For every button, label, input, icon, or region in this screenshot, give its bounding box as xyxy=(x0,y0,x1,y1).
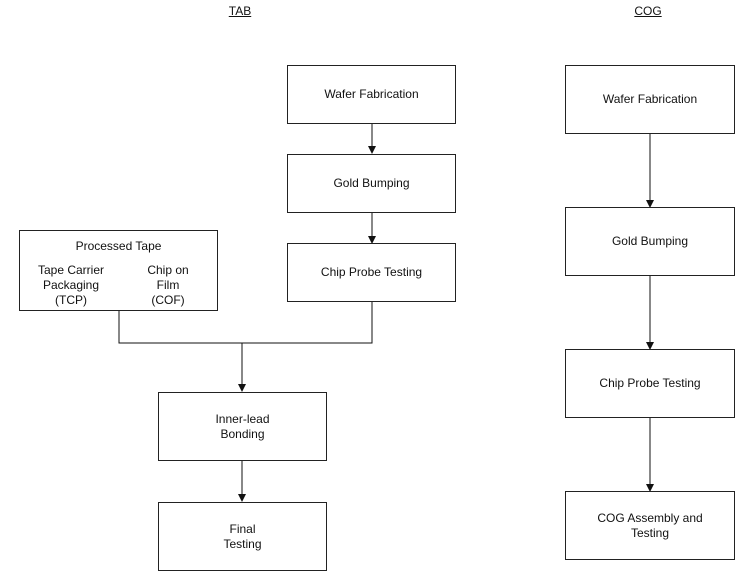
cog-assembly-line-1: COG Assembly and xyxy=(597,510,703,525)
final-testing-line-1: Final xyxy=(229,521,256,536)
final-testing: Final Testing xyxy=(158,502,327,571)
cof-label: Chip on Film (COF) xyxy=(130,263,206,308)
header-cog: COG xyxy=(634,4,662,18)
cog-wafer-fabrication: Wafer Fabrication xyxy=(565,65,735,134)
cog-chip-probe-testing: Chip Probe Testing xyxy=(565,349,735,418)
tcp-line-2: Packaging xyxy=(42,278,100,292)
cof-line-3: (COF) xyxy=(151,293,185,307)
final-testing-line-2: Testing xyxy=(223,536,262,551)
tcp-line-3: (TCP) xyxy=(55,293,87,307)
processed-tape-title: Processed Tape xyxy=(75,239,162,253)
tab-chip-probe-testing: Chip Probe Testing xyxy=(287,243,456,302)
cog-assembly-line-2: Testing xyxy=(630,525,670,540)
tcp-label: Tape Carrier Packaging (TCP) xyxy=(26,263,116,308)
cog-assembly-testing: COG Assembly and Testing xyxy=(565,491,735,560)
inner-lead-bonding-line-2: Bonding xyxy=(220,426,265,441)
cof-line-2: Film xyxy=(156,278,180,292)
tab-chip-probe-testing-label: Chip Probe Testing xyxy=(320,265,423,279)
tab-wafer-fabrication: Wafer Fabrication xyxy=(287,65,456,124)
inner-lead-bonding: Inner-lead Bonding xyxy=(158,392,327,461)
cog-gold-bumping-label: Gold Bumping xyxy=(611,234,689,248)
processed-tape-box: Processed Tape Tape Carrier Packaging (T… xyxy=(19,230,218,311)
tab-gold-bumping-label: Gold Bumping xyxy=(333,176,410,190)
cog-wafer-fabrication-label: Wafer Fabrication xyxy=(602,92,698,106)
cog-chip-probe-testing-label: Chip Probe Testing xyxy=(599,376,701,390)
inner-lead-bonding-line-1: Inner-lead xyxy=(215,411,270,426)
line-probe-down xyxy=(118,302,373,344)
tcp-line-1: Tape Carrier xyxy=(37,263,105,277)
cof-line-1: Chip on xyxy=(147,263,189,277)
tab-gold-bumping: Gold Bumping xyxy=(287,154,456,213)
cog-gold-bumping: Gold Bumping xyxy=(565,207,735,276)
header-tab: TAB xyxy=(228,4,252,18)
tab-wafer-fabrication-label: Wafer Fabrication xyxy=(324,87,419,101)
